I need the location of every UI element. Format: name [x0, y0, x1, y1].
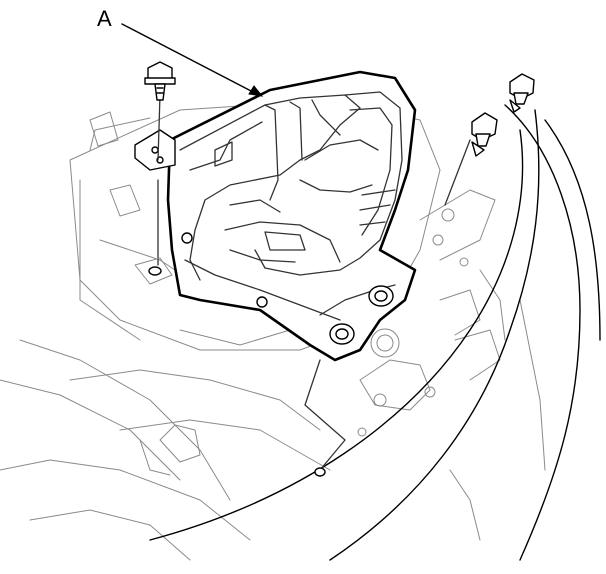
mounting-line-group [304, 359, 346, 477]
mounting-hole [134, 257, 173, 285]
front-bumper-outline [149, 104, 601, 561]
air-intake-duct-bracket [134, 70, 417, 362]
engine-compartment-background [0, 99, 546, 561]
callout-label-a: A [97, 6, 112, 31]
bolt-top-left [144, 61, 176, 101]
clip-right-upper [509, 73, 535, 113]
clip-right-lower [471, 112, 498, 157]
callout-leader-a [121, 23, 264, 97]
fastener-guide-lines [157, 94, 471, 266]
